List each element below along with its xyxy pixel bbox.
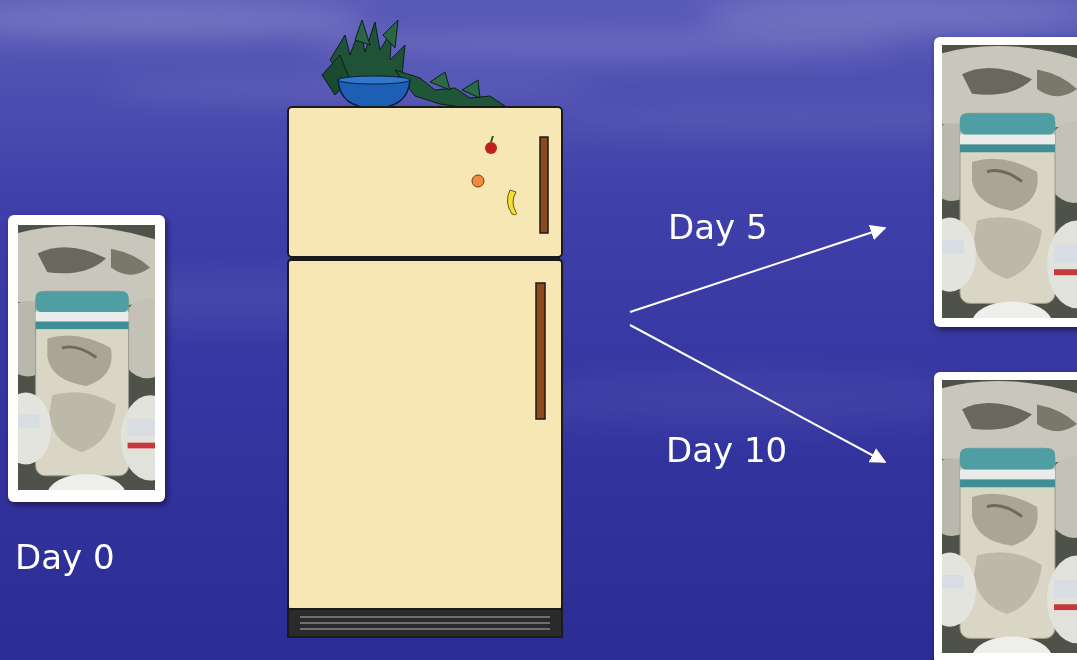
photo-day5 (922, 37, 1077, 344)
refrigerator (288, 107, 562, 637)
day-label: Day 0 (15, 537, 115, 578)
day-label: Day 5 (668, 207, 768, 248)
photo-day10 (922, 372, 1077, 660)
arrows (630, 228, 885, 462)
day-label: Day 10 (666, 430, 787, 471)
magnets (472, 136, 517, 215)
plant (322, 20, 505, 108)
photo-day0 (0, 215, 179, 516)
